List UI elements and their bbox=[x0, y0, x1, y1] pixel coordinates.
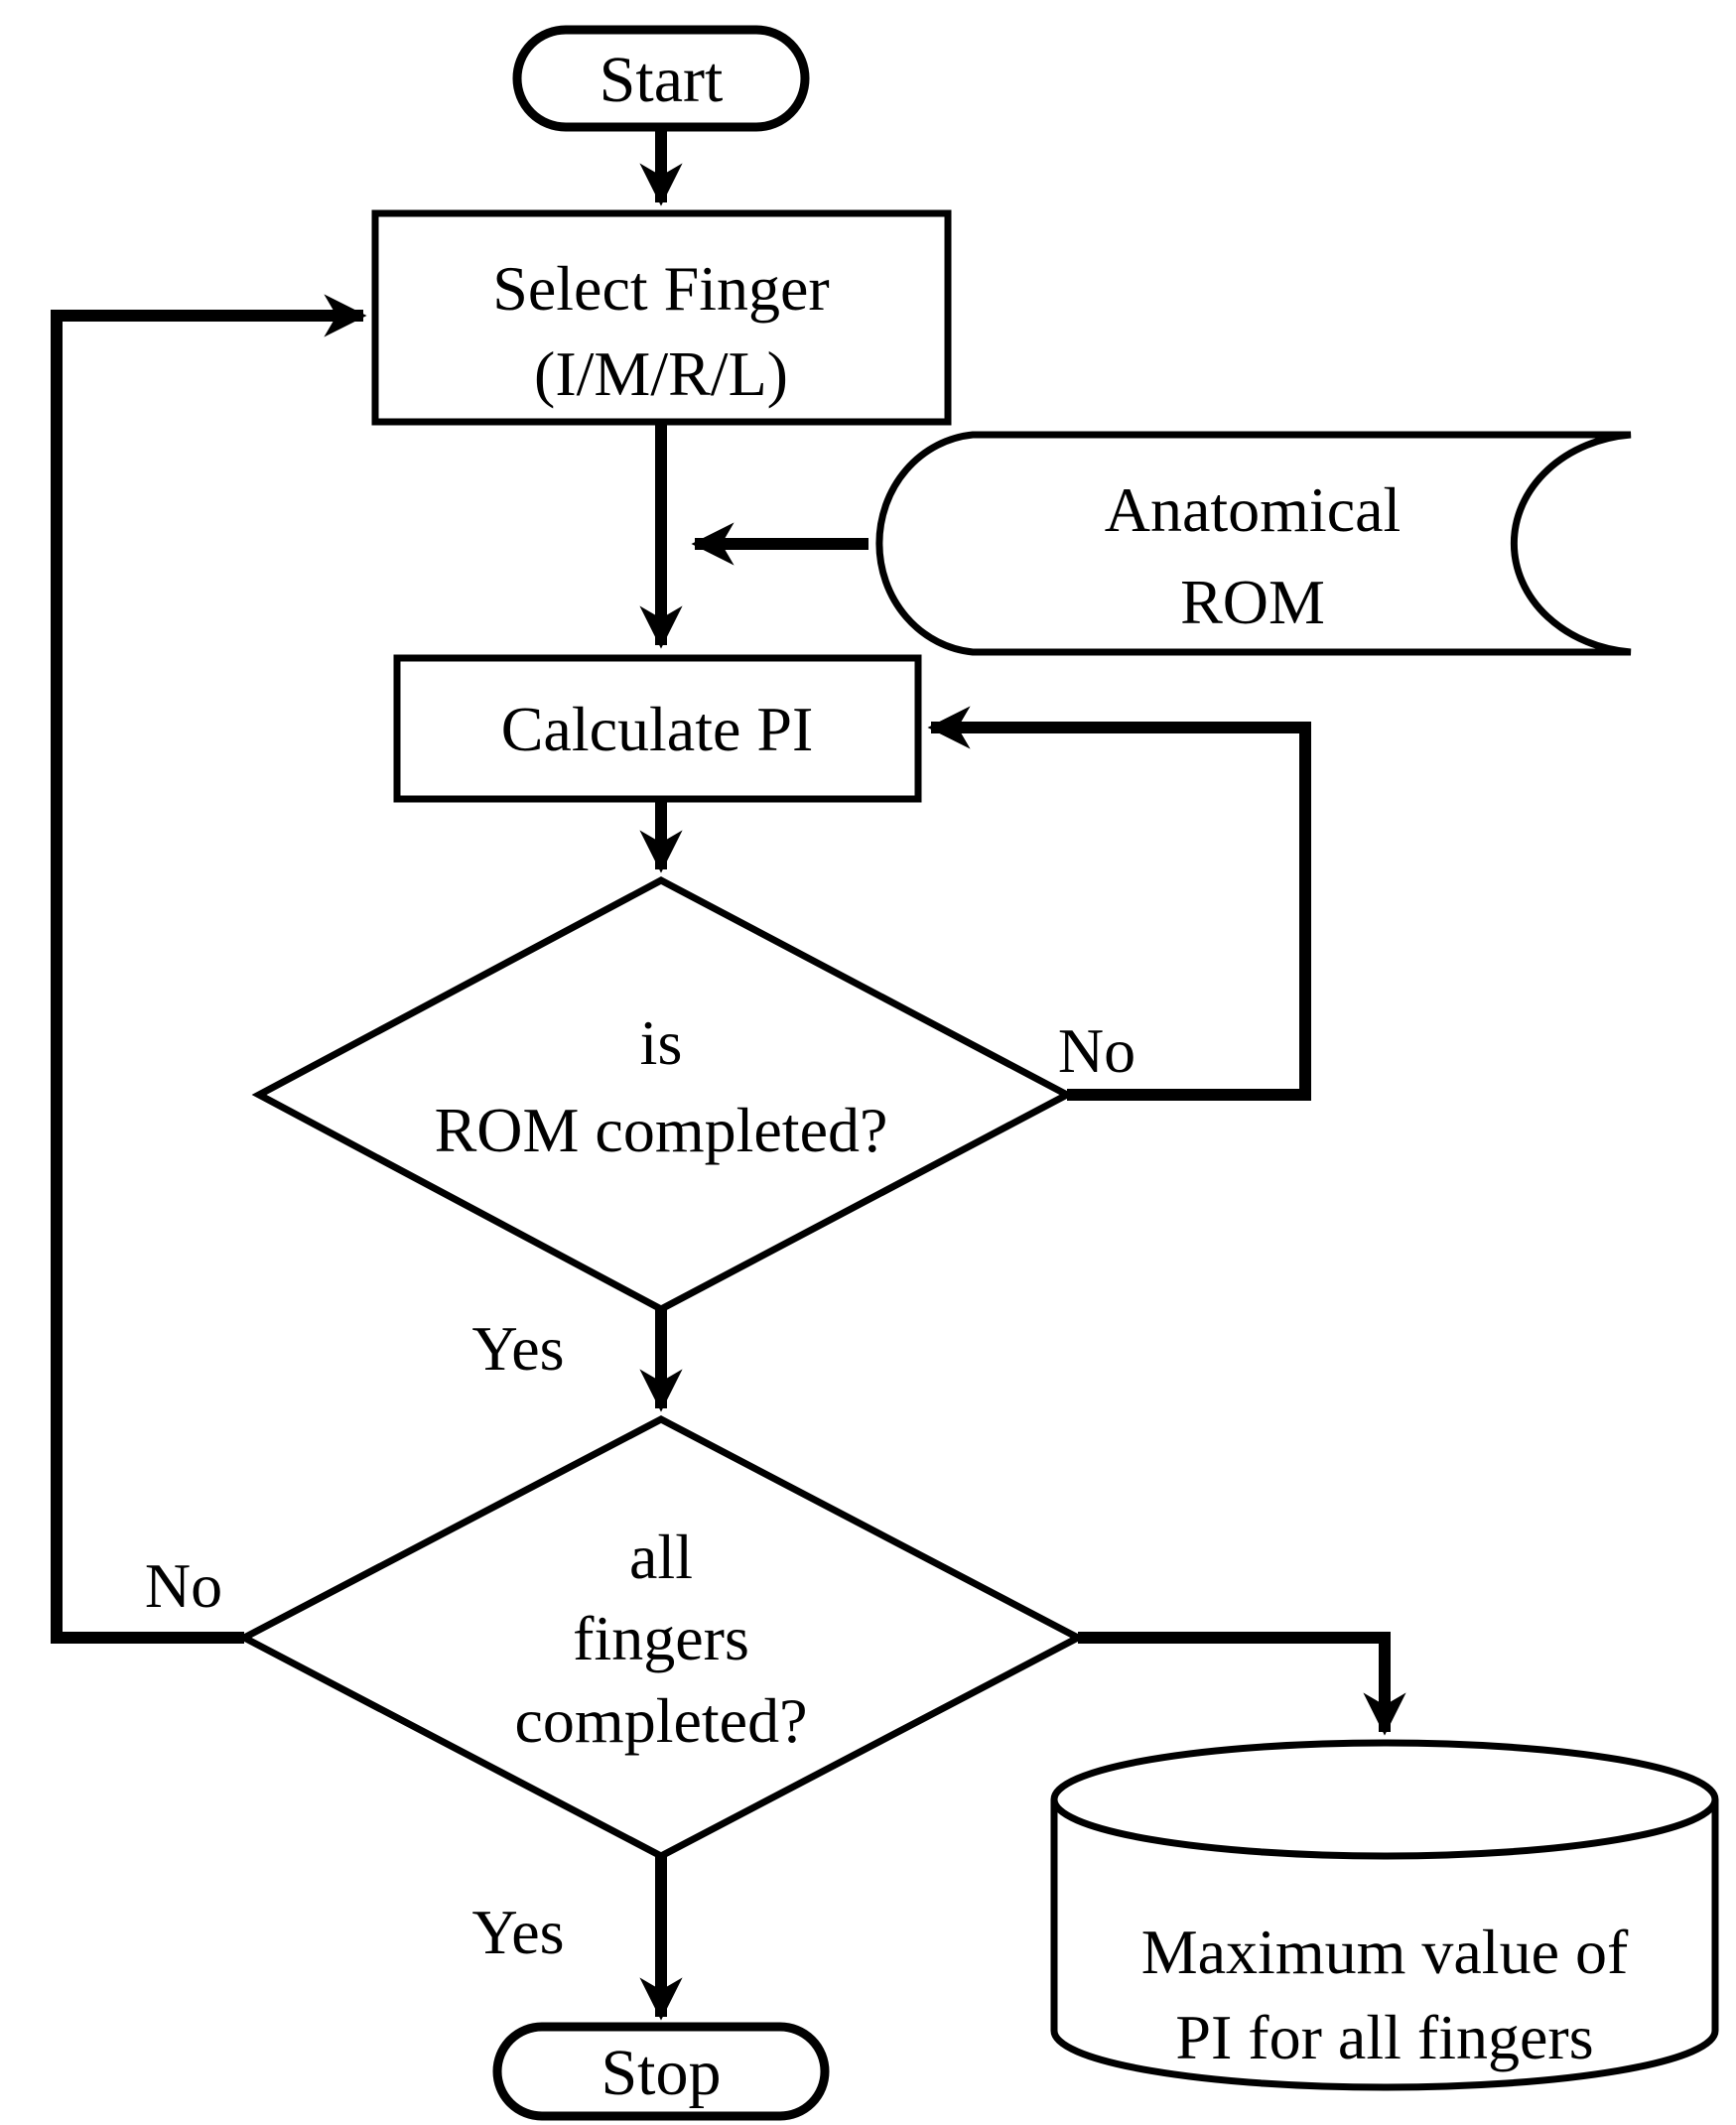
start-terminator-shape bbox=[512, 25, 810, 132]
fingers-decision-label-line2: fingers bbox=[573, 1603, 749, 1673]
fingers-yes-label: Yes bbox=[471, 1897, 564, 1967]
node-is-rom-completed: is ROM completed? bbox=[251, 876, 1075, 1313]
anatomical-rom-stored-data-shape bbox=[875, 431, 1632, 656]
edge-fingers-decision-no-loop: No bbox=[51, 294, 367, 1644]
anatomical-rom-label-line1: Anatomical bbox=[1105, 474, 1402, 545]
edge-fingers-decision-yes: Yes bbox=[471, 1856, 683, 2021]
max-pi-label-line2: PI for all fingers bbox=[1175, 2002, 1593, 2072]
stop-label: Stop bbox=[601, 2037, 721, 2109]
rom-decision-diamond-shape bbox=[251, 876, 1075, 1313]
node-all-fingers-completed: all fingers completed? bbox=[236, 1415, 1086, 1860]
rom-yes-label: Yes bbox=[471, 1313, 564, 1384]
max-pi-label-line1: Maximum value of bbox=[1141, 1917, 1629, 1987]
rom-decision-label-line2: ROM completed? bbox=[435, 1095, 888, 1165]
node-anatomical-rom: Anatomical ROM bbox=[875, 431, 1632, 656]
stop-terminator-shape bbox=[492, 2022, 830, 2121]
edge-rom-decision-yes: Yes bbox=[471, 1309, 683, 1412]
fingers-decision-label-line3: completed? bbox=[515, 1685, 808, 1756]
calculate-pi-label: Calculate PI bbox=[501, 694, 814, 764]
max-pi-cylinder-top-shape bbox=[1050, 1739, 1719, 1860]
fingers-no-label: No bbox=[145, 1550, 222, 1621]
node-max-pi-database: Maximum value of PI for all fingers bbox=[1050, 1739, 1719, 2091]
fingers-decision-label-line1: all bbox=[629, 1522, 693, 1592]
anatomical-rom-label-line2: ROM bbox=[1180, 567, 1325, 637]
calculate-pi-process-shape bbox=[393, 654, 922, 803]
max-pi-cylinder-body-shape bbox=[1050, 1799, 1719, 2091]
node-calculate-pi: Calculate PI bbox=[393, 654, 922, 803]
rom-no-label: No bbox=[1058, 1015, 1135, 1086]
edge-fingers-decision-to-max-pi bbox=[1078, 1632, 1406, 1736]
select-finger-label-line2: (I/M/R/L) bbox=[534, 338, 788, 409]
start-label: Start bbox=[600, 44, 724, 116]
node-stop: Stop bbox=[492, 2022, 830, 2121]
edge-rom-decision-no-loop: No bbox=[927, 706, 1311, 1101]
node-select-finger: Select Finger (I/M/R/L) bbox=[371, 209, 952, 426]
node-start: Start bbox=[512, 25, 810, 132]
select-finger-process-shape bbox=[371, 209, 952, 426]
rom-decision-label-line1: is bbox=[640, 1007, 683, 1078]
fingers-decision-diamond-shape bbox=[236, 1415, 1086, 1860]
select-finger-label-line1: Select Finger bbox=[492, 253, 829, 324]
